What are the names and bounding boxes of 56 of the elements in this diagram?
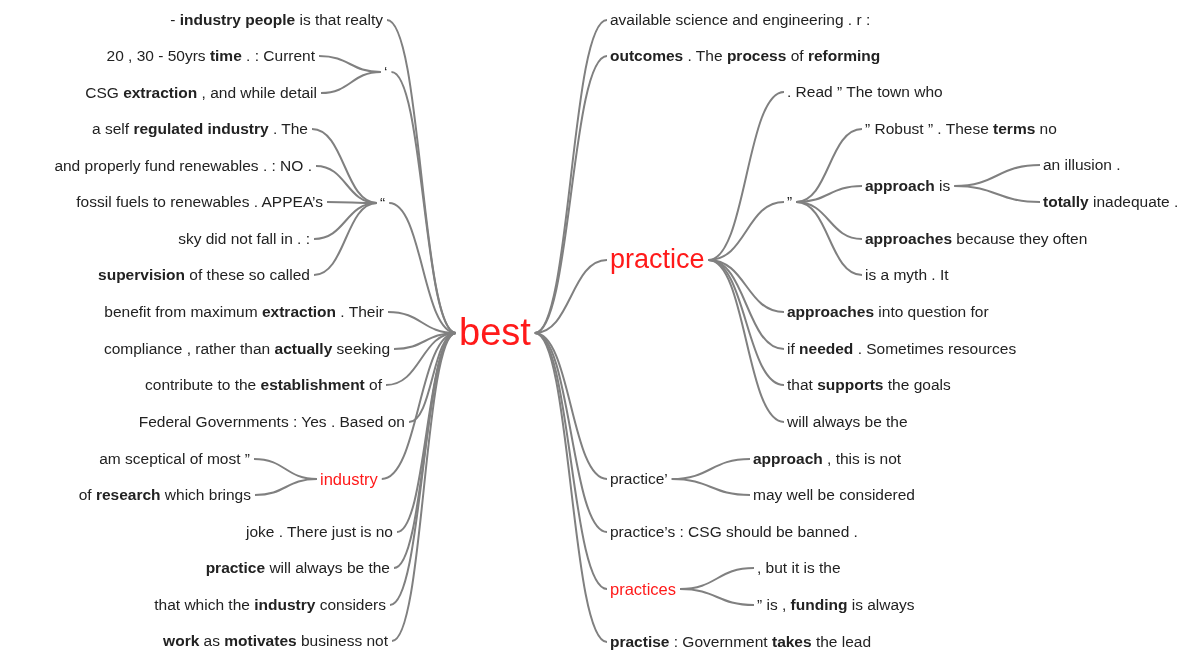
branch-line [953,185,1041,203]
phrase-text: practice’s : CSG should be banned . [610,523,858,541]
phrase-text: “ [380,194,386,212]
phrase-text: approaches into question for [787,303,989,321]
phrase-text: industry [320,469,378,489]
branch-line [533,332,608,643]
phrase-text: work as motivates business not [163,632,388,650]
phrase-text: compliance , rather than actually seeking [103,340,390,358]
phrase-text: totally inadequate . [1043,193,1179,211]
branch-line [795,201,863,276]
phrase-text: approaches because they often [865,230,1088,248]
phrase-text: . Read ” The town who [787,83,943,101]
phrase-text: may well be considered [753,486,915,504]
phrase-text: benefit from maximum extraction . Their [104,303,384,321]
phrase-text: of research which brings [78,486,251,504]
phrase-text: that supports the goals [787,376,951,394]
phrase-text: practice [610,244,705,276]
phrase-text: will always be the [787,413,908,431]
phrase-text: ” is , funding is always [757,596,915,614]
phrase-text: an illusion . [1043,156,1121,174]
phrase-text: and properly fund renewables . : NO . [54,157,312,175]
phrase-text: ” Robust ” . These terms no [865,120,1057,138]
phrase-text: sky did not fall in . : [178,230,310,248]
phrase-text: supervision of these so called [98,266,310,284]
phrase-text: practice will always be the [205,559,390,577]
branch-line [390,71,457,334]
phrase-text: ‘ [384,63,388,81]
phrase-text: , but it is the [757,559,841,577]
phrase-text: that which the industry considers [154,596,386,614]
phrase-text: contribute to the establishment of [145,376,382,394]
branch-line [670,478,751,496]
phrase-text: available science and engineering . r : [610,11,871,29]
phrase-text: 20 , 30 - 50yrs time . : Current [106,47,315,65]
phrase-text: ” [787,193,793,211]
phrase-text: Federal Governments : Yes . Based on [138,413,405,431]
phrase-text: approach , this is not [753,450,902,468]
phrase-text: practices [610,579,677,599]
phrase-text: am sceptical of most ” [99,450,250,468]
branch-line [396,332,457,533]
phrase-text: approach is [865,177,951,195]
branch-line [707,259,785,423]
branch-line [313,202,378,276]
root-word: best [459,311,531,355]
phrase-text: - industry people is that realty [170,11,383,29]
phrase-text: is a myth . It [865,266,949,284]
phrase-text: CSG extraction , and while detail [85,84,317,102]
branch-line [679,588,755,606]
phrase-text: practise : Government takes the lead [610,633,872,651]
phrase-text: if needed . Sometimes resources [787,340,1017,358]
branch-line [254,478,318,496]
phrase-text: outcomes . The process of reforming [610,47,881,65]
phrase-text: a self regulated industry . The [92,120,308,138]
phrase-text: fossil fuels to renewables . APPEA’s [76,193,323,211]
phrase-text: joke . There just is no [245,523,393,541]
phrase-text: practice’ [610,470,668,488]
branch-line [320,71,382,94]
